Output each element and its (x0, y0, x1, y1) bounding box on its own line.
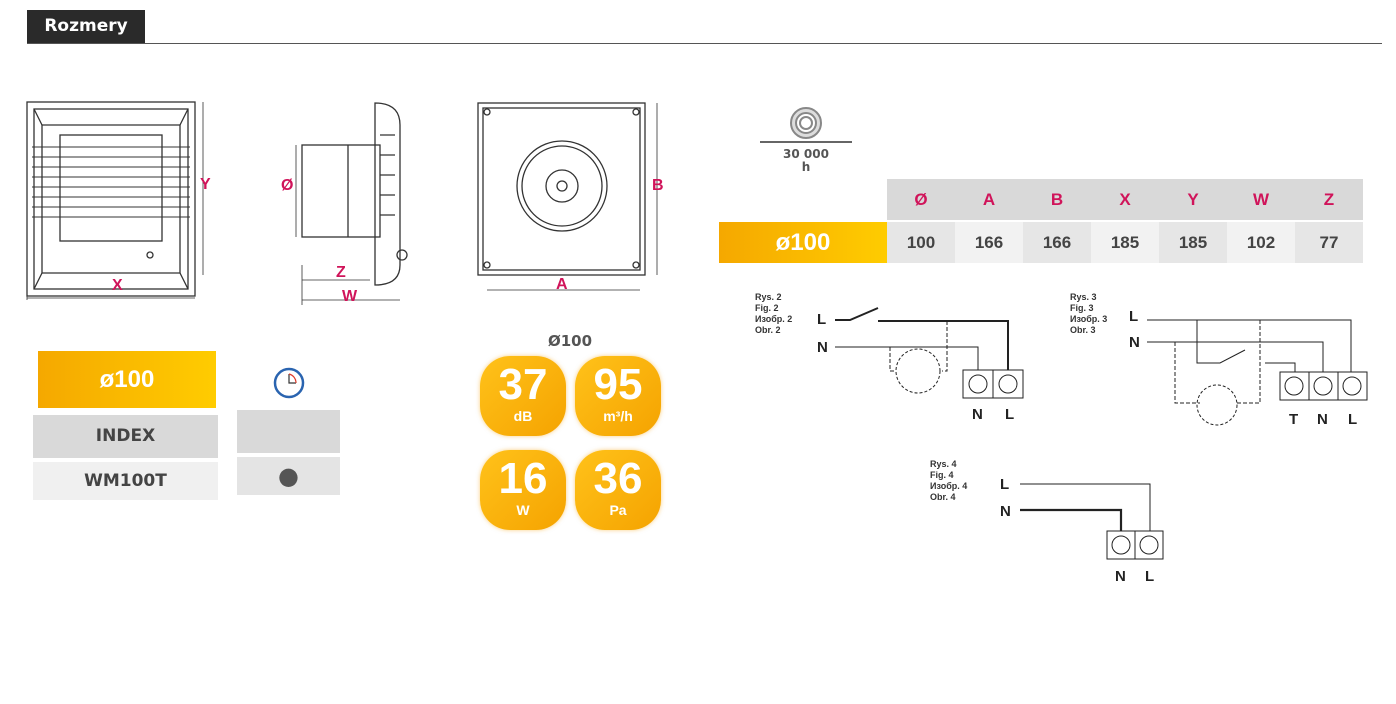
caption-line: Obr. 4 (930, 492, 956, 502)
terminal-label: N (1317, 411, 1328, 428)
caption-line: Fig. 4 (930, 470, 954, 480)
terminal-label: L (1145, 568, 1154, 585)
caption-line: Изобр. 3 (1070, 314, 1107, 324)
table-cell: 185 (1091, 222, 1159, 263)
badge-value: 36 (593, 454, 643, 503)
badge-unit: m³/h (603, 408, 633, 424)
index-label: INDEX (33, 415, 218, 458)
caption-line: Rys. 2 (755, 292, 782, 302)
table-cell: 166 (955, 222, 1023, 263)
caption-line: Fig. 3 (1070, 303, 1094, 313)
badge-value: 95 (593, 360, 643, 409)
table-cell: 100 (887, 222, 955, 263)
table-header: Z (1295, 179, 1363, 220)
table-header: X (1091, 179, 1159, 220)
front-view-drawing (26, 101, 204, 300)
bearing-life-value: 30 000 (783, 147, 829, 161)
badge-unit: dB (513, 408, 533, 424)
badge-unit: Pa (609, 502, 627, 518)
dim-label-b: B (652, 177, 664, 194)
timer-available-dot: ● (237, 457, 340, 495)
terminal-label: N (1115, 568, 1126, 585)
badge-unit: W (516, 502, 530, 518)
caption-line: Obr. 3 (1070, 325, 1096, 335)
input-label-n: N (817, 339, 828, 356)
wiring-diagram-fig4: Rys. 4 Fig. 4 Изобр. 4 Obr. 4 L N N L (930, 459, 1164, 585)
dim-label-y: Y (200, 176, 211, 193)
clock-icon (273, 367, 305, 399)
row-label: ø100 (719, 222, 887, 263)
bearing-life-unit: h (801, 160, 811, 174)
performance-title: Ø100 (547, 332, 593, 350)
section-tab-rozmery: Rozmery (27, 10, 145, 43)
caption-line: Fig. 2 (755, 303, 779, 313)
dim-label-diameter: Ø (281, 177, 294, 194)
table-row: ø100 100 166 166 185 185 102 77 (719, 222, 1363, 263)
caption-line: Изобр. 2 (755, 314, 792, 324)
index-value: WM100T (33, 462, 218, 500)
side-view-drawing (295, 102, 408, 305)
table-header: A (955, 179, 1023, 220)
dim-label-z: Z (336, 264, 346, 281)
table-cell: 77 (1295, 222, 1363, 263)
table-header: Ø (887, 179, 955, 220)
table-header: B (1023, 179, 1091, 220)
input-label-n: N (1129, 334, 1140, 351)
wiring-diagram-fig2: Rys. 2 Fig. 2 Изобр. 2 Obr. 2 L N N L (755, 292, 1024, 423)
table-header: W (1227, 179, 1295, 220)
header-divider (27, 43, 1382, 44)
input-label-l: L (817, 311, 826, 328)
table-cell: 166 (1023, 222, 1091, 263)
caption-line: Изобр. 4 (930, 481, 967, 491)
table-header: Y (1159, 179, 1227, 220)
dim-label-a: A (556, 276, 568, 293)
timer-header-cell (237, 410, 340, 453)
back-view-drawing (477, 102, 658, 291)
wiring-diagram-fig3: Rys. 3 Fig. 3 Изобр. 3 Obr. 3 L N T N L (1070, 292, 1368, 428)
dim-label-x: X (112, 277, 123, 294)
badge-value: 37 (498, 360, 548, 409)
model-size-label: ø100 (38, 351, 216, 408)
terminal-label: N (972, 406, 983, 423)
dimensions-table: Ø A B X Y W Z ø100 100 166 166 185 185 1… (719, 177, 1363, 265)
caption-line: Rys. 4 (930, 459, 957, 469)
bearing-icon (760, 107, 852, 143)
table-header-row: Ø A B X Y W Z (719, 179, 1363, 220)
table-cell: 185 (1159, 222, 1227, 263)
terminal-label: T (1289, 411, 1298, 428)
input-label-l: L (1000, 476, 1009, 493)
terminal-label: L (1348, 411, 1357, 428)
caption-line: Obr. 2 (755, 325, 781, 335)
table-cell: 102 (1227, 222, 1295, 263)
input-label-l: L (1129, 308, 1138, 325)
caption-line: Rys. 3 (1070, 292, 1097, 302)
terminal-label: L (1005, 406, 1014, 423)
input-label-n: N (1000, 503, 1011, 520)
badge-value: 16 (498, 454, 548, 503)
dim-label-w: W (342, 288, 358, 305)
